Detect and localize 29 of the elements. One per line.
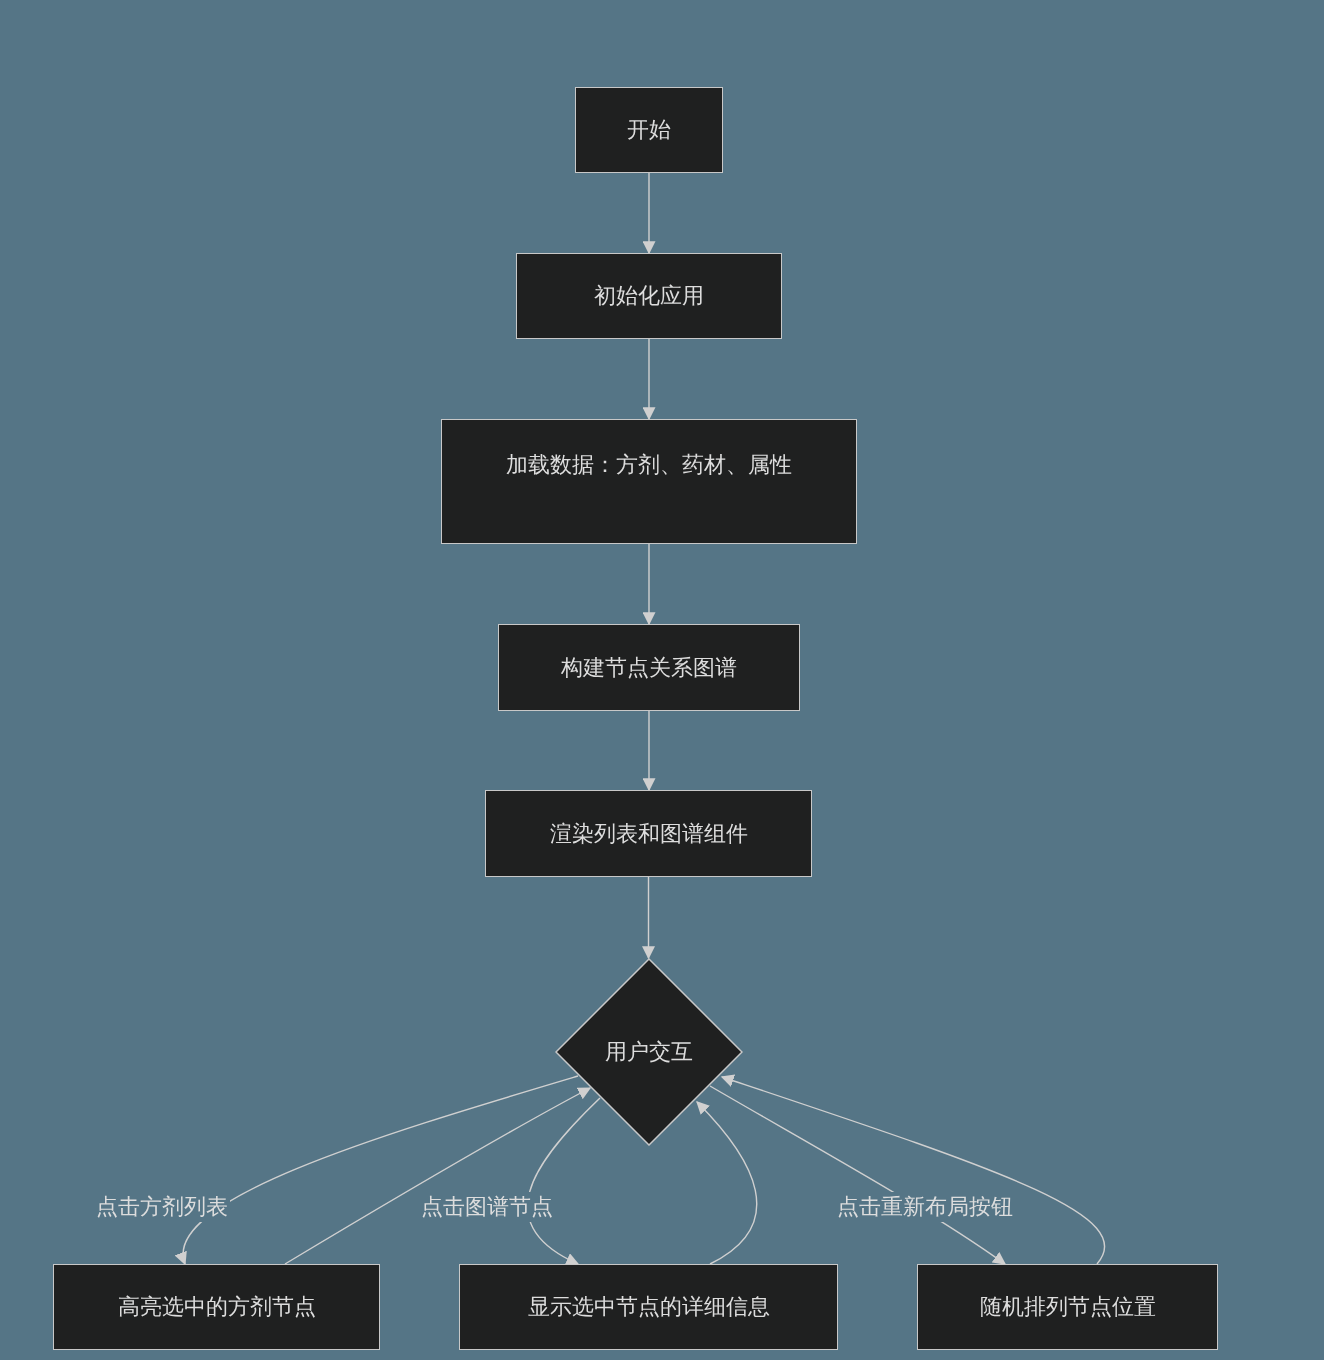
process-box — [485, 790, 812, 877]
edge-label: 点击重新布局按钮 — [835, 1192, 1015, 1222]
arrow — [642, 338, 656, 421]
node-label: 显示选中节点的详细信息 — [527, 1293, 770, 1321]
arrow — [177, 1075, 579, 1266]
process-box — [53, 1264, 380, 1350]
node-label: 加载数据：方剂、药材、属性 — [506, 451, 792, 479]
node-label: 开始 — [627, 116, 671, 144]
process-box — [459, 1264, 838, 1350]
arrow — [696, 1101, 758, 1265]
arrow — [642, 543, 656, 626]
node-label: 初始化应用 — [594, 282, 704, 310]
node-label: 用户交互 — [605, 1038, 693, 1066]
edge-label: 点击方剂列表 — [94, 1192, 230, 1222]
process-box — [917, 1264, 1218, 1350]
arrow — [720, 1074, 1105, 1265]
process-box — [498, 624, 800, 711]
edge-label: 点击图谱节点 — [419, 1192, 555, 1222]
arrow — [642, 172, 656, 255]
node-label: 构建节点关系图谱 — [561, 653, 737, 682]
arrow — [642, 876, 655, 960]
node-label: 随机排列节点位置 — [979, 1293, 1156, 1321]
process-box — [441, 419, 857, 544]
process-box — [516, 253, 782, 339]
arrow — [284, 1087, 592, 1265]
arrow — [642, 710, 656, 792]
node-label: 高亮选中的方剂节点 — [117, 1293, 316, 1321]
node-label: 渲染列表和图谱组件 — [549, 819, 748, 848]
process-box — [575, 87, 723, 173]
